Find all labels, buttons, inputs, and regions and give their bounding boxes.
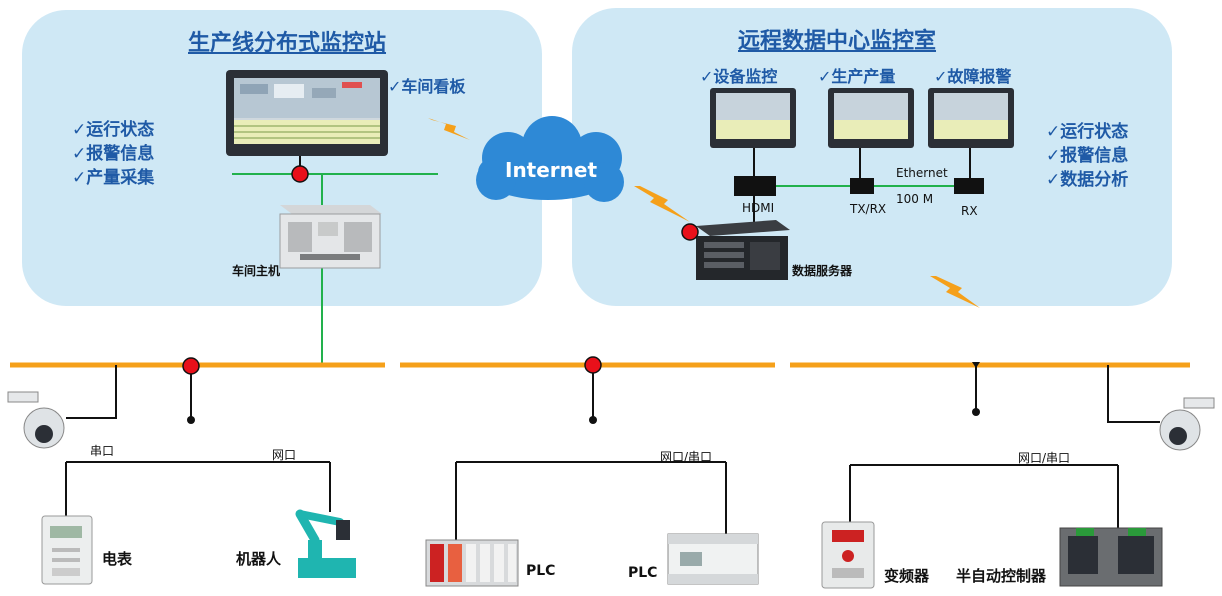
board-label: ✓车间看板 [388,77,466,96]
ethernet-label: Ethernet [896,166,948,180]
bus-node-2 [584,356,602,374]
plc-rack [425,539,519,587]
device-label-robot: 机器人 [236,550,282,568]
camera-left-link [66,365,117,419]
speed-label: 100 M [896,192,934,206]
plc-compact [667,533,759,585]
device-label-inverter: 变频器 [884,567,930,585]
right-panel-title: 远程数据中心监控室 [738,29,937,54]
left-feature-item: ✓运行状态 [72,120,155,140]
link-label-group2: 网口/串口 [660,450,713,464]
right-feature-list: ✓运行状态 ✓报警信息 ✓数据分析 [1046,120,1128,192]
monitor-label-equipment: ✓设备监控 [700,67,778,86]
workshop-board-display [226,70,388,156]
lightning-icon [428,118,470,140]
semi-auto-controller [1059,527,1163,587]
camera-icon [7,391,65,449]
frequency-inverter [821,521,875,589]
camera-right-link [1107,365,1160,423]
device-label-controller: 半自动控制器 [956,567,1047,585]
txrx-label: TX/RX [850,202,887,216]
bus-node-1 [182,357,200,375]
monitor-fault-alarm [928,88,1014,148]
device-label-meter: 电表 [102,550,133,568]
device-label-plc-a: PLC [526,563,556,579]
right-panel [572,8,1172,306]
left-panel-title: 生产线分布式监控站 [188,31,387,56]
internet-cloud [476,116,624,202]
link-label-network: 网口 [272,448,297,462]
left-feature-list: ✓运行状态 ✓报警信息 ✓产量采集 [72,118,154,190]
left-feature-item: ✓产量采集 [72,168,155,188]
rx-label: RX [961,204,978,218]
lightning-icon [930,276,980,308]
monitor-equipment [710,88,796,148]
robot-arm [295,509,356,578]
server-node [681,223,699,241]
txrx-box [850,178,874,194]
link-label-serial: 串口 [90,444,115,458]
link-label-group3: 网口/串口 [1018,451,1071,465]
device-label-plc-b: PLC [628,565,658,581]
lightning-icon [634,186,690,222]
right-feature-item: ✓运行状态 [1046,122,1129,142]
workshop-host-computer [279,205,382,269]
internet-label: Internet [505,158,598,182]
monitor-production [828,88,914,148]
electric-meter [41,515,93,585]
server-label: 数据服务器 [792,264,853,278]
monitor-label-fault: ✓故障报警 [934,67,1012,86]
camera-icon [1159,397,1215,451]
data-server [696,220,790,280]
monitor-label-production: ✓生产产量 [818,67,896,86]
board-node [291,165,309,183]
left-feature-item: ✓报警信息 [72,144,155,164]
host-label: 车间主机 [232,264,281,278]
hdmi-box [734,176,776,196]
hdmi-label: HDMI [742,201,775,215]
right-feature-item: ✓报警信息 [1046,146,1129,166]
rx-box [954,178,984,194]
right-feature-item: ✓数据分析 [1046,170,1129,190]
